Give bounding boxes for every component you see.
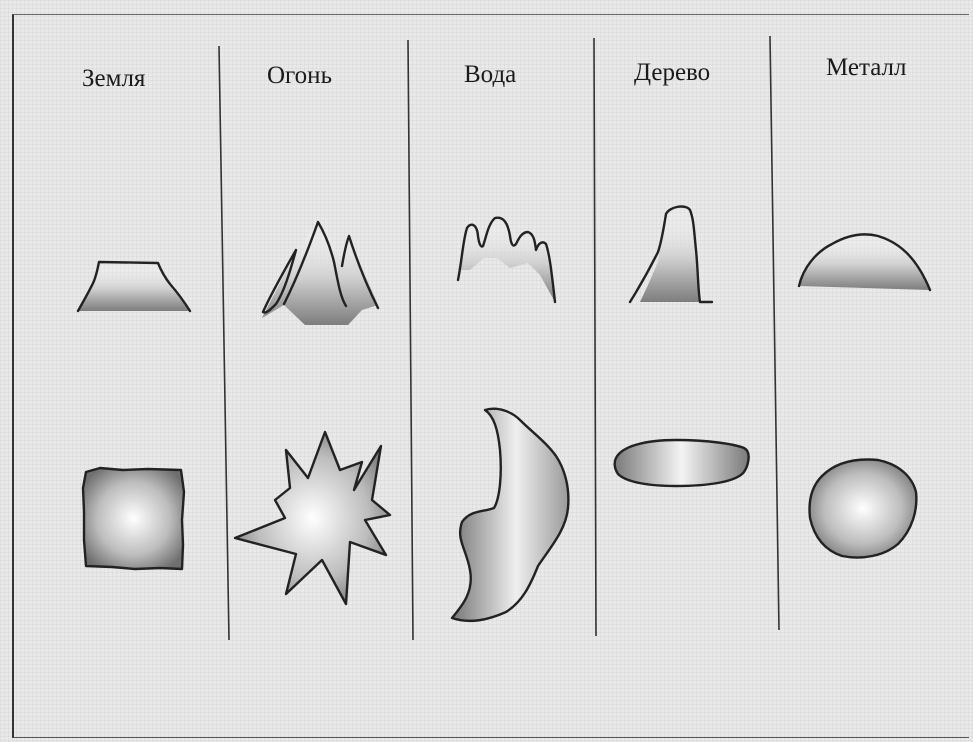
water-wave-shape	[452, 409, 568, 621]
column-divider-4	[770, 36, 779, 630]
water-mountain-shape	[458, 218, 555, 302]
earth-mountain-shape	[77, 262, 190, 311]
column-divider-3	[594, 38, 596, 636]
fire-mountain-shape	[262, 221, 378, 325]
wood-tower-shape	[630, 205, 712, 302]
column-divider-2	[408, 40, 413, 640]
metal-round-shape	[810, 460, 917, 558]
column-divider-1	[219, 46, 229, 640]
earth-square-shape	[83, 468, 184, 569]
fire-star-shape	[235, 432, 390, 604]
metal-dome-shape	[799, 234, 930, 290]
wood-oval-shape	[615, 440, 749, 486]
